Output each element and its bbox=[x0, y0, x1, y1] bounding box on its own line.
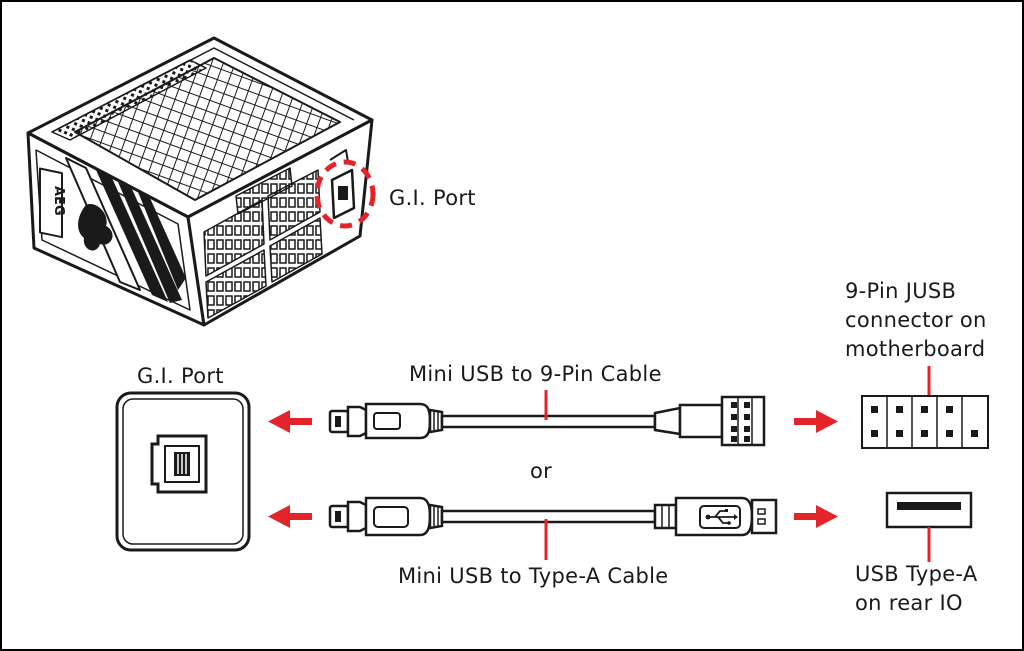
psu-vent-strip bbox=[51, 59, 207, 141]
psu-gi-port bbox=[329, 149, 356, 220]
red-arrow-right-top bbox=[794, 410, 838, 433]
mini-usb-to-typea-cable bbox=[328, 496, 778, 560]
mini-usb-plug-bottom bbox=[328, 496, 444, 537]
usb-trident-icon bbox=[705, 509, 738, 525]
jusb-header bbox=[861, 366, 989, 449]
usb-type-a-plug bbox=[653, 496, 778, 537]
jusb-label-line-1: 9-Pin JUSB bbox=[845, 279, 957, 303]
cable-typea-label: Mini USB to Type-A Cable bbox=[398, 564, 669, 588]
or-label: or bbox=[530, 459, 553, 483]
psu-modular-connectors bbox=[203, 167, 323, 319]
cable-9pin-label: Mini USB to 9-Pin Cable bbox=[409, 362, 662, 386]
typea-label: USB Type-A on rear IO bbox=[855, 560, 978, 618]
jusb-label-line-3: motherboard bbox=[845, 337, 986, 361]
psu-logo-text: AEG bbox=[51, 186, 66, 216]
mini-usb-to-9pin-cable bbox=[328, 390, 766, 447]
typea-label-line-1: USB Type-A bbox=[855, 562, 978, 586]
gi-port-closeup bbox=[115, 391, 251, 552]
red-arrow-left-bottom bbox=[268, 505, 312, 528]
gi-port-psu-label: G.I. Port bbox=[389, 186, 476, 210]
psu-logo-plate bbox=[39, 167, 63, 239]
9pin-connector bbox=[653, 395, 766, 447]
mini-usb-port-icon bbox=[150, 434, 208, 494]
red-arrow-left-top bbox=[268, 410, 312, 433]
gi-port-closeup-label: G.I. Port bbox=[137, 364, 224, 388]
mini-usb-plug-top bbox=[328, 402, 444, 440]
psu-illustration: AEG bbox=[26, 36, 376, 327]
gi-port-highlight-circle bbox=[314, 159, 376, 229]
usb-type-a-port bbox=[885, 491, 973, 562]
psu-dragon-emblem bbox=[78, 203, 113, 251]
typea-label-line-2: on rear IO bbox=[855, 591, 963, 615]
red-arrow-right-bottom bbox=[794, 505, 838, 528]
jusb-label: 9-Pin JUSB connector on motherboard bbox=[845, 277, 987, 364]
jusb-label-line-2: connector on bbox=[845, 308, 987, 332]
cable-wire-bottom bbox=[440, 509, 657, 524]
cable-wire-top bbox=[440, 414, 657, 429]
